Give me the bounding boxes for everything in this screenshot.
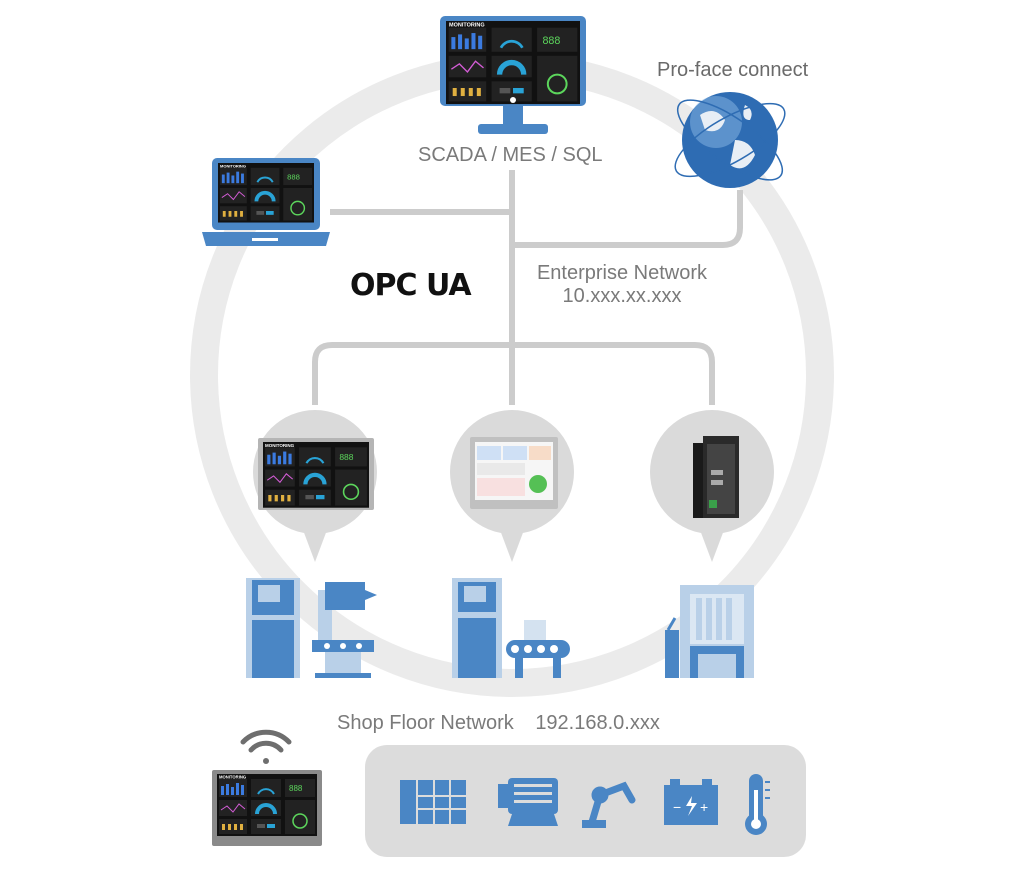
conveyor-machine-icon <box>452 578 570 678</box>
shop-floor-network-ip: 192.168.0.xxx <box>535 712 660 734</box>
monitor-screen-title: MONITORING <box>449 23 485 29</box>
press-machine-icon <box>665 585 754 678</box>
box-pc-icon <box>693 436 739 518</box>
robot-arm-icon <box>582 781 636 828</box>
io-module-icon <box>400 780 466 824</box>
field-devices-panel <box>365 745 806 857</box>
scada-label: SCADA / MES / SQL <box>418 144 603 166</box>
enterprise-network-ip: 10.xxx.xx.xxx <box>562 285 682 307</box>
shop-floor-network-label: Shop Floor Network 192.168.0.xxx <box>337 712 660 735</box>
globe-icon <box>674 92 786 188</box>
shop-floor-network-name: Shop Floor Network <box>337 712 514 734</box>
cnc-machine-icon <box>246 578 377 678</box>
thermometer-icon <box>745 774 770 835</box>
laptop-icon: MONITORING <box>202 158 330 246</box>
wifi-icon <box>240 729 292 764</box>
hmi-panel-light-icon <box>470 437 558 509</box>
connection-lines <box>312 170 743 405</box>
svg-text:+: + <box>700 799 708 815</box>
enterprise-network-label: Enterprise Network 10.xxx.xx.xxx <box>528 262 716 308</box>
tablet-icon: MONITORING <box>212 770 322 846</box>
laptop-screen-title: MONITORING <box>220 164 246 169</box>
motor-icon <box>498 778 558 826</box>
opc-ua-logo: OPC UA <box>350 268 472 303</box>
battery-icon: −+ <box>664 779 718 825</box>
svg-text:−: − <box>673 799 681 815</box>
hmi-panel-icon: MONITORING <box>258 438 374 510</box>
desktop-monitor-icon: MONITORING <box>440 16 586 134</box>
tablet-screen-title: MONITORING <box>219 775 246 780</box>
cloud-label: Pro-face connect <box>657 59 809 81</box>
enterprise-network-name: Enterprise Network <box>536 262 708 284</box>
hmi-screen-title: MONITORING <box>265 443 295 448</box>
